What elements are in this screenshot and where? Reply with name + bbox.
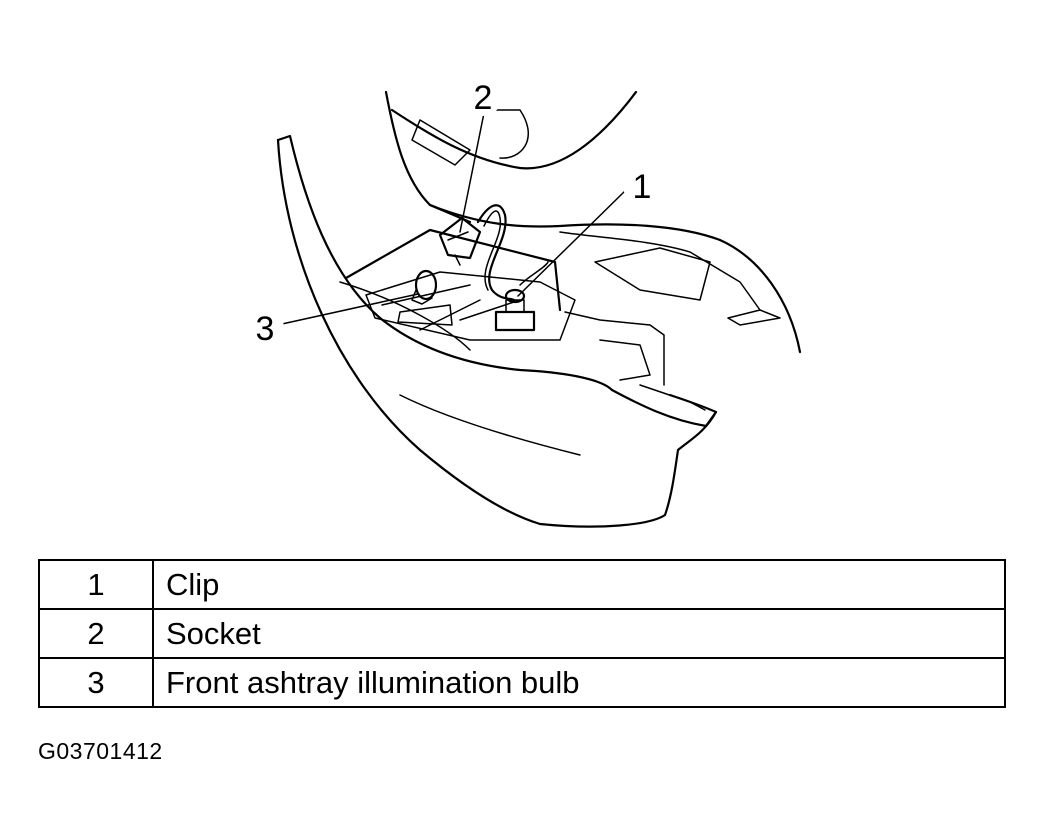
- legend-table: 1 Clip 2 Socket 3 Front ashtray illumina…: [38, 559, 1006, 708]
- callout-number-2: 2: [474, 79, 493, 117]
- legend-row: 3 Front ashtray illumination bulb: [38, 657, 1006, 708]
- figure-code: G03701412: [38, 738, 163, 764]
- callout-3: 3: [246, 309, 284, 348]
- legend-number: 1: [38, 559, 154, 610]
- callout-number-3: 3: [256, 310, 275, 348]
- callout-1: 1: [623, 167, 661, 206]
- bulb-socket: [438, 204, 516, 302]
- callout-number-1: 1: [633, 168, 652, 206]
- ashtray-cavity: [365, 271, 576, 341]
- ashtray-illustration: 1 2 3: [246, 78, 802, 528]
- legend-row: 1 Clip: [38, 559, 1006, 610]
- leader-line-1: [517, 189, 627, 297]
- console-panel: [276, 134, 718, 528]
- legend-row: 2 Socket: [38, 608, 1006, 659]
- leader-lines: [281, 112, 627, 325]
- leader-line-2: [459, 112, 485, 233]
- wire-clip: [494, 261, 549, 332]
- legend-description: Socket: [152, 608, 1006, 659]
- dashboard-trim: [384, 90, 802, 354]
- legend-number: 3: [38, 657, 154, 708]
- leader-line-3: [281, 293, 419, 325]
- legend-description: Clip: [152, 559, 1006, 610]
- callout-2: 2: [464, 78, 502, 117]
- legend-description: Front ashtray illumination bulb: [152, 657, 1006, 708]
- illumination-bulb: [411, 269, 438, 305]
- legend-number: 2: [38, 608, 154, 659]
